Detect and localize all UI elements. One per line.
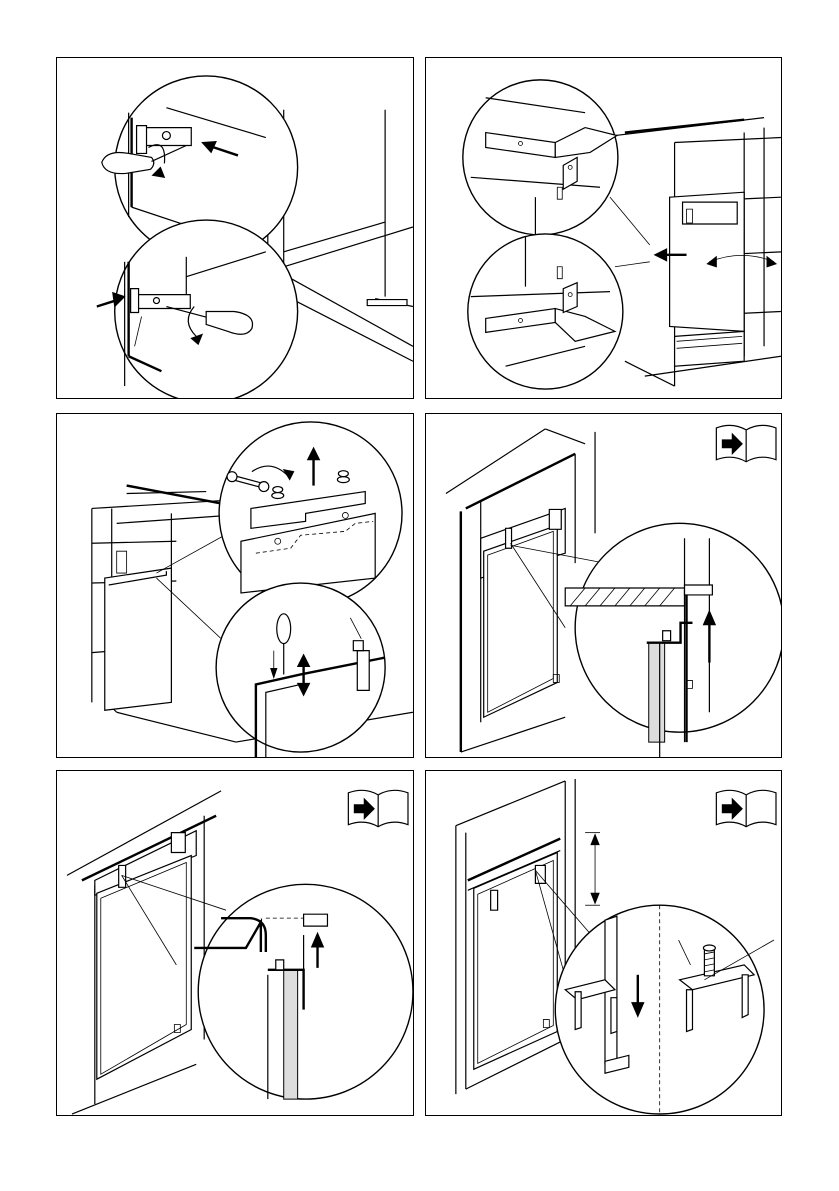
zoom-circle <box>555 905 774 1114</box>
zoom-circle-lower <box>216 583 385 757</box>
panel-4 <box>425 413 782 758</box>
panel-3 <box>56 413 414 758</box>
panel-2 <box>425 57 782 399</box>
zoom-circle-upper <box>219 422 402 605</box>
panel-2-illustration <box>426 58 781 398</box>
zoom-circle-upper <box>463 80 618 235</box>
panel-6 <box>425 770 782 1116</box>
zoom-circle <box>565 523 781 757</box>
book-arrow-icon <box>716 425 776 461</box>
panel-3-illustration <box>57 414 413 757</box>
book-arrow-icon <box>348 790 408 826</box>
zoom-circle-lower <box>97 220 298 398</box>
cabinet-outline <box>67 791 221 1114</box>
zoom-circle-lower <box>468 234 623 389</box>
panel-5 <box>56 770 414 1116</box>
panel-4-illustration <box>426 414 781 757</box>
panel-6-illustration <box>426 771 781 1115</box>
book-arrow-icon <box>716 790 776 826</box>
panel-1 <box>56 57 414 399</box>
cabinet-outline <box>615 118 781 386</box>
panel-1-illustration <box>57 58 413 398</box>
zoom-circle <box>194 884 413 1099</box>
panel-5-illustration <box>57 771 413 1115</box>
